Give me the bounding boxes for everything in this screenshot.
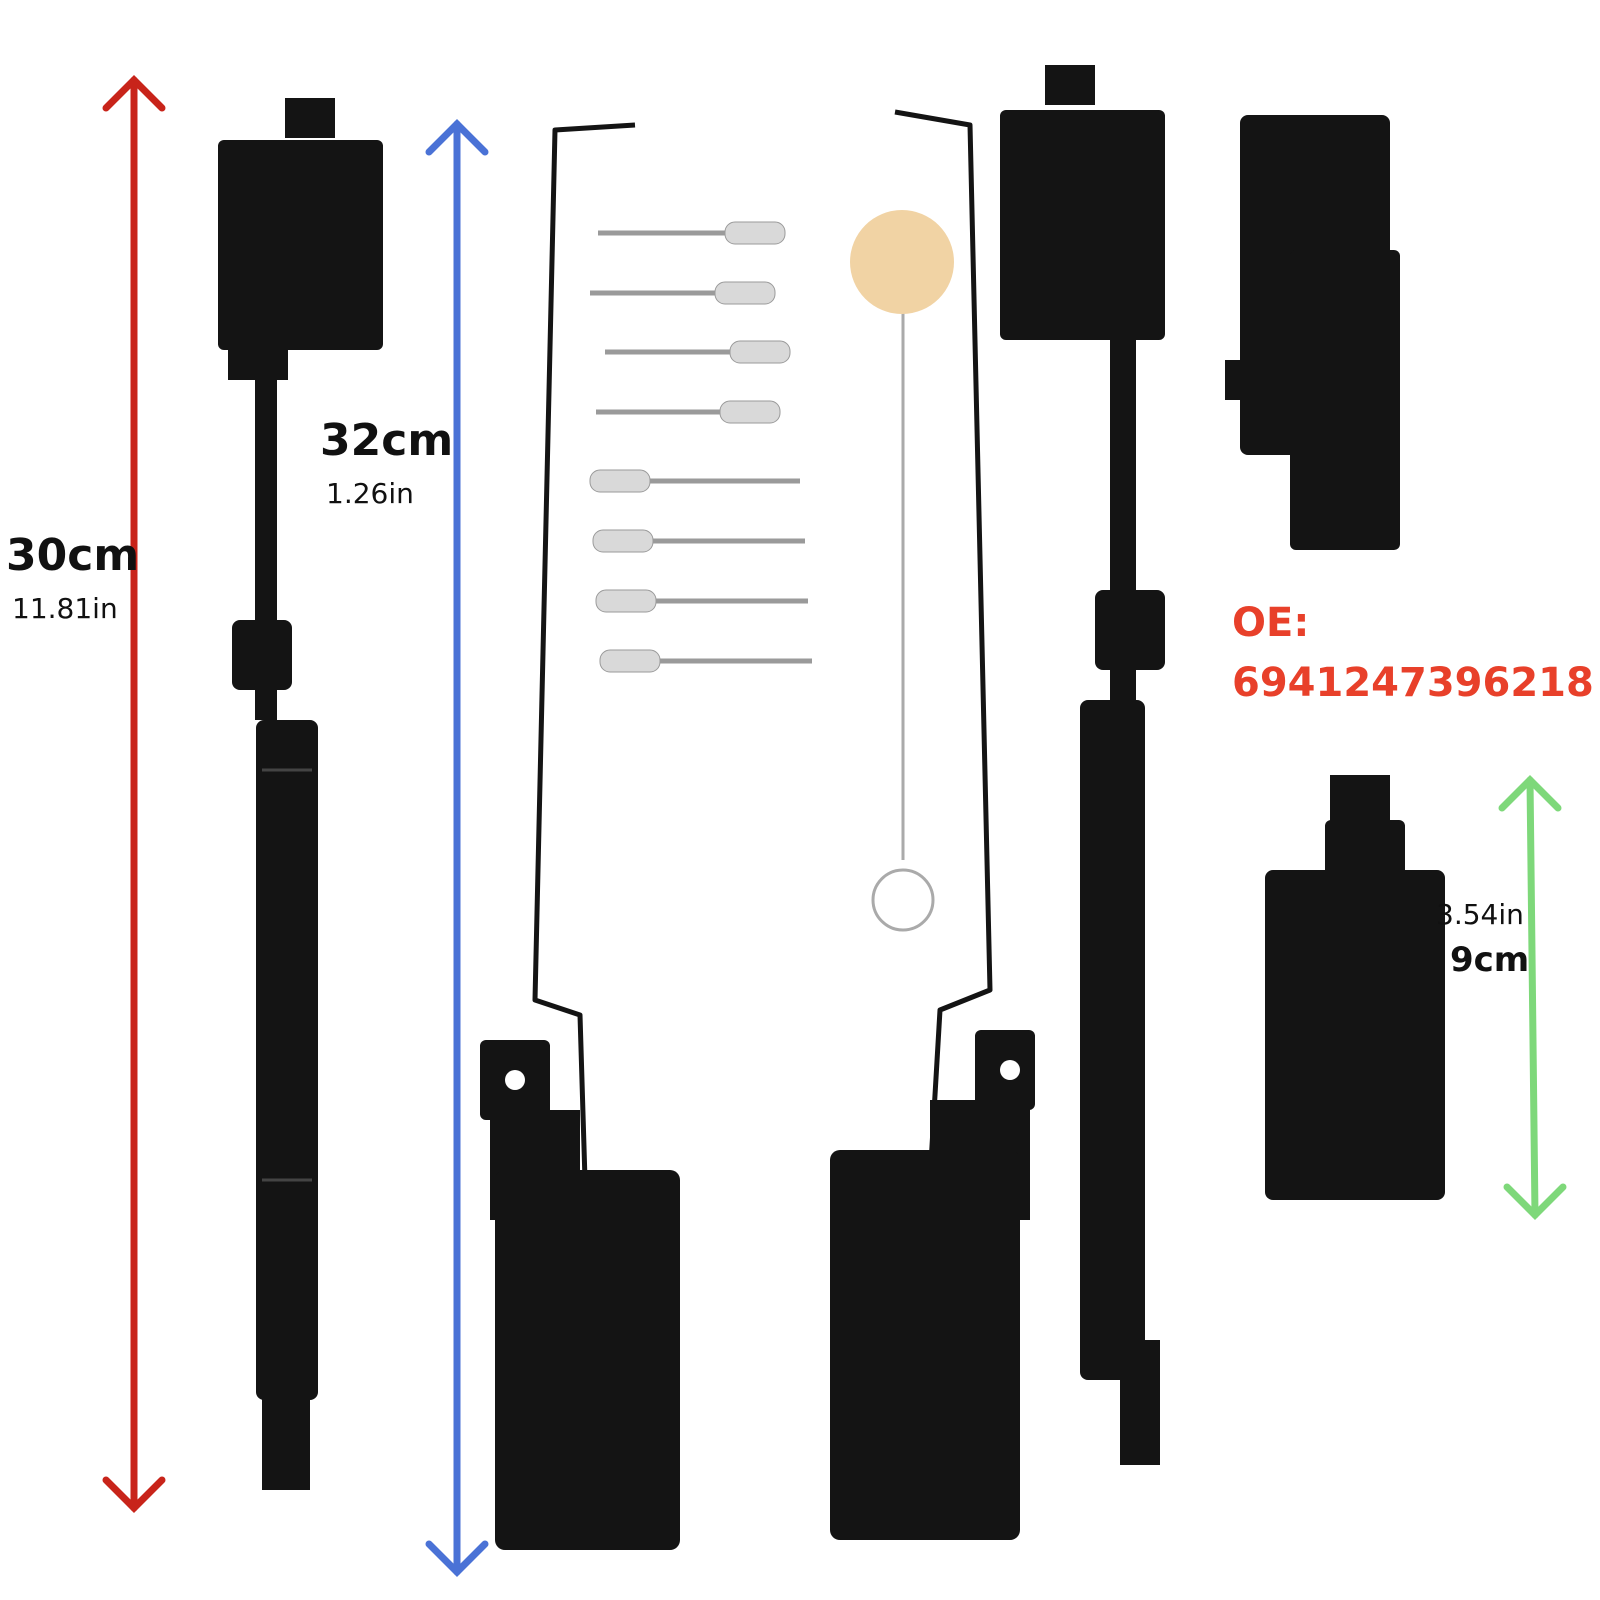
rivet — [596, 400, 781, 424]
rivet — [605, 340, 791, 364]
sunroof-arm-right — [1000, 65, 1165, 1465]
rivet — [599, 649, 812, 673]
length-32cm-inch-label: 1.26in — [326, 477, 414, 510]
sunroof-arm-left — [218, 98, 383, 1490]
rivet — [589, 469, 800, 493]
length-9cm-inch-label: 3.54in — [1436, 898, 1524, 931]
rivet — [590, 281, 776, 305]
length-30cm-label: 30cm — [6, 530, 140, 581]
sunroof-clip-bottom-left — [480, 1040, 680, 1550]
sunroof-clip-small-top — [1225, 115, 1400, 550]
guide-wires — [532, 109, 993, 1181]
sunroof-clip-bottom-right — [830, 1030, 1035, 1540]
length-32cm-label: 32cm — [320, 415, 454, 466]
dimension-arrow-9cm — [1498, 775, 1567, 1220]
rivets — [589, 221, 812, 673]
sunroof-clip-small-bottom — [1265, 775, 1445, 1200]
rivet — [592, 529, 805, 553]
dimension-arrow-32cm — [425, 119, 489, 1577]
rivet — [598, 221, 786, 245]
dimension-arrow-30cm — [102, 75, 166, 1513]
sponge-cleaning-tool — [850, 210, 954, 932]
oe-label: OE: — [1232, 600, 1310, 646]
length-9cm-label: 9cm — [1450, 940, 1530, 980]
length-30cm-inch-label: 11.81in — [12, 592, 118, 625]
rivet — [595, 589, 808, 613]
oe-number: 6941247396218 — [1232, 660, 1594, 706]
